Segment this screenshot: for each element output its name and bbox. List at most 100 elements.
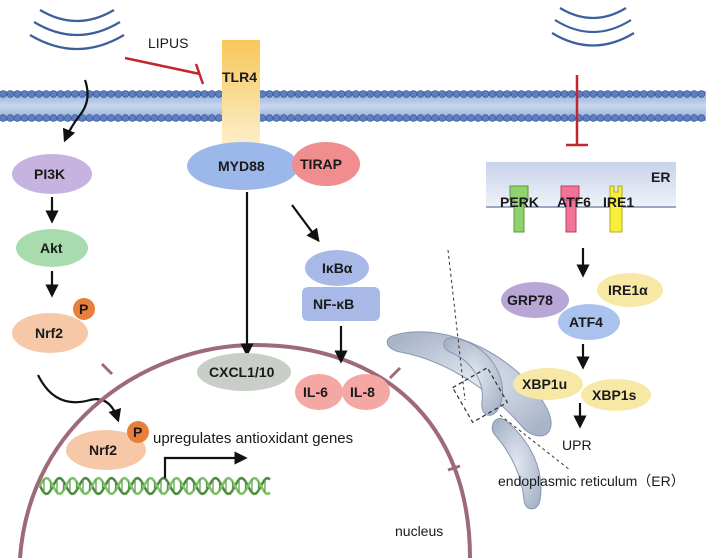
lipid-head-top bbox=[164, 90, 173, 98]
ire1a-node bbox=[597, 273, 663, 307]
lipid-head-bottom bbox=[690, 114, 698, 122]
tirap-node bbox=[292, 142, 360, 186]
lipid-head-bottom bbox=[308, 114, 317, 122]
xbp1s-node bbox=[581, 379, 651, 411]
lipid-head-bottom bbox=[107, 114, 115, 122]
cxcl-label: CXCL1/10 bbox=[209, 364, 275, 380]
atf4-label: ATF4 bbox=[569, 314, 603, 330]
lipid-head-bottom bbox=[611, 114, 619, 122]
lipid-head-bottom bbox=[532, 114, 540, 122]
cxcl-node bbox=[197, 353, 291, 391]
lipid-head-bottom bbox=[35, 114, 43, 122]
lipid-head-top bbox=[200, 90, 209, 98]
xbp1u-node bbox=[513, 368, 583, 400]
lipid-head-bottom bbox=[208, 114, 216, 122]
lipid-head-top bbox=[460, 90, 468, 98]
grp78-node bbox=[501, 282, 569, 318]
pi3k-node bbox=[12, 154, 92, 194]
atf6-receptor-icon bbox=[560, 185, 580, 233]
lipid-head-top bbox=[172, 90, 180, 98]
il8-label: IL-8 bbox=[350, 384, 375, 400]
upregulates-label: upregulates antioxidant genes bbox=[153, 430, 353, 447]
lipid-head-bottom bbox=[114, 114, 122, 122]
lipid-head-top bbox=[143, 90, 151, 98]
lipid-head-top bbox=[78, 90, 86, 98]
lipid-head-bottom bbox=[510, 114, 518, 122]
lipid-head-top bbox=[150, 90, 158, 98]
lipid-head-top bbox=[438, 90, 446, 98]
lipid-head-top bbox=[352, 90, 360, 98]
lipid-head-bottom bbox=[359, 114, 367, 122]
nucleus-label: nucleus bbox=[395, 523, 443, 539]
lipid-head-top bbox=[402, 90, 410, 98]
lipus-inhibits-er bbox=[566, 75, 588, 147]
lipid-head-top bbox=[445, 90, 454, 98]
lipid-head-top bbox=[424, 90, 432, 98]
transcription-arrow bbox=[163, 451, 248, 478]
nuclear-pores bbox=[100, 362, 461, 472]
lipid-head-bottom bbox=[337, 114, 346, 122]
lipid-head-top bbox=[208, 90, 216, 98]
lipid-head-top bbox=[532, 90, 540, 98]
lipid-head-bottom bbox=[474, 114, 482, 122]
lipid-head-bottom bbox=[625, 114, 634, 122]
lipid-head-bottom bbox=[143, 114, 151, 122]
ultrasound-wave-icon-right bbox=[551, 7, 635, 47]
lipid-head-top bbox=[474, 90, 482, 98]
lipid-head-bottom bbox=[488, 114, 497, 122]
lipid-head-bottom bbox=[539, 114, 547, 122]
lipid-head-top bbox=[13, 90, 22, 98]
lipid-head-top bbox=[294, 90, 302, 98]
perk-label: PERK bbox=[500, 194, 539, 210]
lipid-head-bottom bbox=[136, 114, 144, 122]
lipid-head-top bbox=[388, 90, 396, 98]
dna-helix-icon bbox=[38, 476, 271, 496]
lipid-head-bottom bbox=[402, 114, 410, 122]
lipid-head-top bbox=[496, 90, 504, 98]
lipid-head-bottom bbox=[56, 114, 65, 122]
lipid-head-bottom bbox=[604, 114, 612, 122]
lipid-head-bottom bbox=[164, 114, 173, 122]
lipid-head-top bbox=[272, 90, 281, 98]
lipid-head-bottom bbox=[395, 114, 403, 122]
lipid-head-top bbox=[582, 90, 590, 98]
lipid-head-top bbox=[366, 90, 374, 98]
lipid-head-top bbox=[395, 90, 403, 98]
lipid-head-top bbox=[179, 90, 187, 98]
lipid-head-bottom bbox=[280, 114, 288, 122]
lipid-head-top bbox=[337, 90, 346, 98]
lipid-head-top bbox=[409, 90, 418, 98]
lipid-head-bottom bbox=[668, 114, 677, 122]
il6-node bbox=[295, 374, 343, 410]
lipid-head-bottom bbox=[316, 114, 324, 122]
lipid-head-top bbox=[380, 90, 389, 98]
upr-label: UPR bbox=[562, 437, 592, 453]
endoplasmic-reticulum-shape bbox=[386, 331, 552, 510]
lipid-head-bottom bbox=[344, 114, 353, 122]
lipid-head-bottom bbox=[186, 114, 194, 122]
er-zoom-line-2 bbox=[499, 414, 571, 471]
lipid-head-top bbox=[618, 90, 626, 98]
er-box-label: ER bbox=[651, 169, 670, 185]
lipid-head-top bbox=[697, 90, 706, 98]
lipid-head-bottom bbox=[424, 114, 432, 122]
lipid-head-bottom bbox=[193, 114, 202, 122]
arrow-lipus-to-pi3k bbox=[62, 79, 89, 143]
lipid-head-bottom bbox=[6, 114, 14, 122]
lipid-head-top bbox=[683, 90, 691, 98]
tlr4-label: TLR4 bbox=[222, 69, 257, 85]
lipid-head-top bbox=[359, 90, 367, 98]
nuclear-pore bbox=[388, 366, 402, 380]
lipid-head-top bbox=[35, 90, 43, 98]
lipid-head-top bbox=[589, 90, 598, 98]
lipid-head-bottom bbox=[13, 114, 22, 122]
lipid-head-bottom bbox=[380, 114, 389, 122]
lipid-head-top bbox=[6, 90, 14, 98]
nfkb-label: NF-κB bbox=[313, 296, 354, 312]
myd88-node bbox=[187, 142, 299, 190]
lipid-head-top bbox=[157, 90, 166, 98]
ikba-node bbox=[305, 250, 369, 286]
nrf2-label-bottom: Nrf2 bbox=[89, 442, 117, 458]
nuclear-pore bbox=[100, 362, 114, 376]
